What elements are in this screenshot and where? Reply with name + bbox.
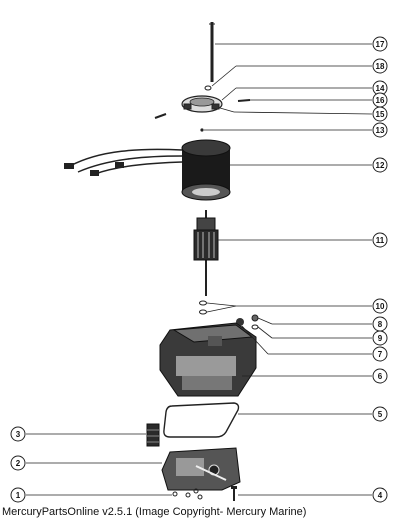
svg-text:15: 15 xyxy=(376,110,385,119)
leader-lines xyxy=(26,43,373,496)
svg-text:3: 3 xyxy=(16,430,21,439)
callout-12: 12 xyxy=(372,157,388,173)
part-15-spring-left xyxy=(154,113,167,119)
svg-text:10: 10 xyxy=(376,302,385,311)
part-1-hardware xyxy=(172,488,203,500)
callout-6: 6 xyxy=(372,368,388,384)
svg-text:8: 8 xyxy=(378,320,383,329)
part-2-cover-plate xyxy=(161,447,241,491)
svg-text:18: 18 xyxy=(376,62,385,71)
callout-10: 10 xyxy=(372,298,388,314)
callout-5: 5 xyxy=(372,406,388,422)
part-13-ball xyxy=(200,128,204,132)
part-5-gasket xyxy=(163,402,240,438)
callout-9: 9 xyxy=(372,330,388,346)
svg-text:9: 9 xyxy=(378,334,383,343)
svg-text:5: 5 xyxy=(378,410,383,419)
svg-text:11: 11 xyxy=(376,236,385,245)
part-18-washer xyxy=(204,85,212,91)
callout-4: 4 xyxy=(372,487,388,503)
svg-text:2: 2 xyxy=(16,459,21,468)
svg-text:6: 6 xyxy=(378,372,383,381)
part-17-stud xyxy=(209,22,215,82)
part-3-filter xyxy=(146,423,160,447)
callout-13: 13 xyxy=(372,122,388,138)
svg-text:14: 14 xyxy=(376,84,385,93)
part-10-washers xyxy=(199,300,207,315)
part-12-motor-frame xyxy=(64,139,231,201)
callout-7: 7 xyxy=(372,346,388,362)
callout-15: 15 xyxy=(372,106,388,122)
part-6-housing xyxy=(159,322,257,397)
callout-16: 16 xyxy=(372,92,388,108)
callout-17: 17 xyxy=(372,36,388,52)
callout-1: 1 xyxy=(10,487,26,503)
part-4-screw xyxy=(231,486,237,501)
svg-text:7: 7 xyxy=(378,350,383,359)
image-caption: MercuryPartsOnline v2.5.1 (Image Copyrig… xyxy=(2,506,307,518)
part-11-armature xyxy=(193,210,219,296)
callout-2: 2 xyxy=(10,455,26,471)
callout-3: 3 xyxy=(10,426,26,442)
callout-11: 11 xyxy=(372,232,388,248)
svg-text:4: 4 xyxy=(378,491,383,500)
callout-18: 18 xyxy=(372,58,388,74)
svg-text:16: 16 xyxy=(376,96,385,105)
svg-text:1: 1 xyxy=(16,491,21,500)
svg-text:17: 17 xyxy=(376,40,385,49)
svg-text:12: 12 xyxy=(376,161,385,170)
brush-plate-assembly xyxy=(181,95,223,113)
svg-text:13: 13 xyxy=(376,126,385,135)
callout-14: 14 xyxy=(372,80,388,96)
callout-8: 8 xyxy=(372,316,388,332)
